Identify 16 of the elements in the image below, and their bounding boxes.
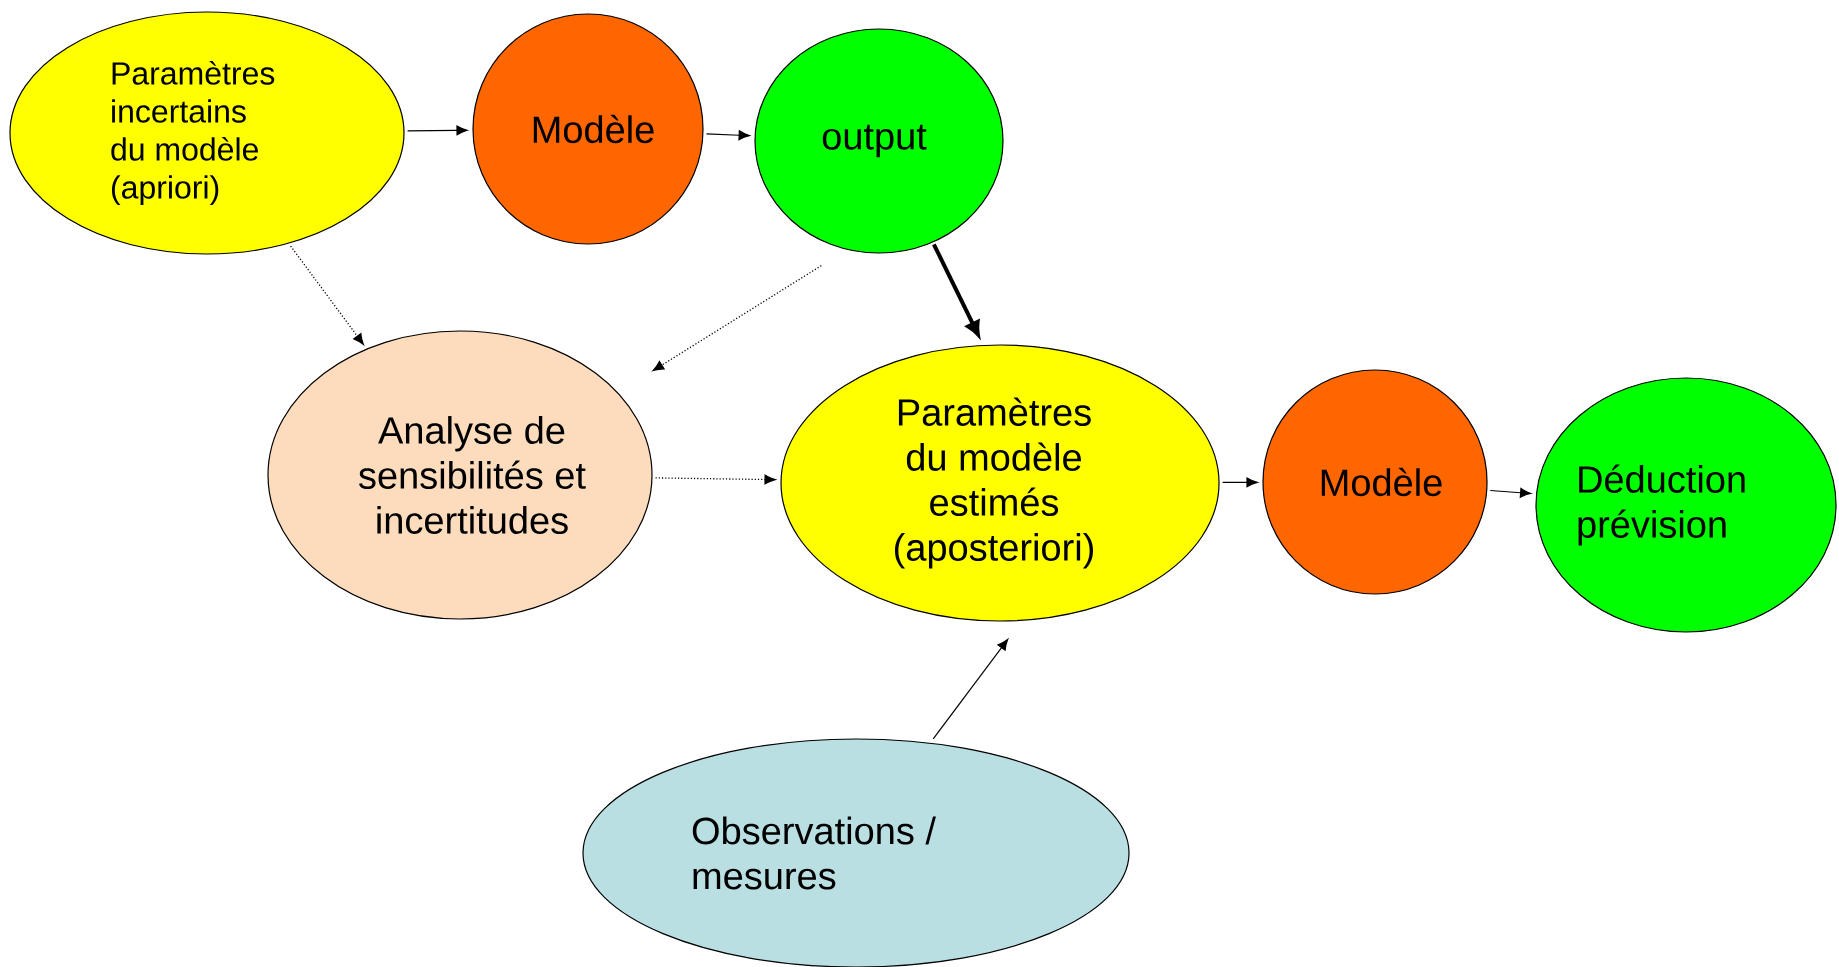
arrow	[406, 125, 468, 136]
arrow	[1222, 477, 1258, 488]
ellipse-node: Observations / mesures	[582, 738, 1130, 967]
ellipse-node: Modèle	[472, 13, 704, 245]
ellipse-node: Déduction prévision	[1535, 377, 1837, 633]
arrow	[705, 130, 750, 141]
ellipse-node: Analyse de sensibilités et incertitudes	[267, 330, 653, 620]
arrow	[932, 638, 1009, 740]
arrow	[290, 245, 364, 345]
arrow	[652, 265, 822, 372]
arrow	[654, 474, 776, 485]
ellipse-node: output	[754, 28, 1004, 254]
ellipse-node: Modèle	[1262, 369, 1488, 595]
ellipse-node: Paramètres du modèle estimés (aposteriori)	[780, 344, 1220, 622]
ellipse-node: Paramètres incertains du modèle (apriori)	[9, 11, 405, 255]
arrow	[1489, 487, 1532, 498]
